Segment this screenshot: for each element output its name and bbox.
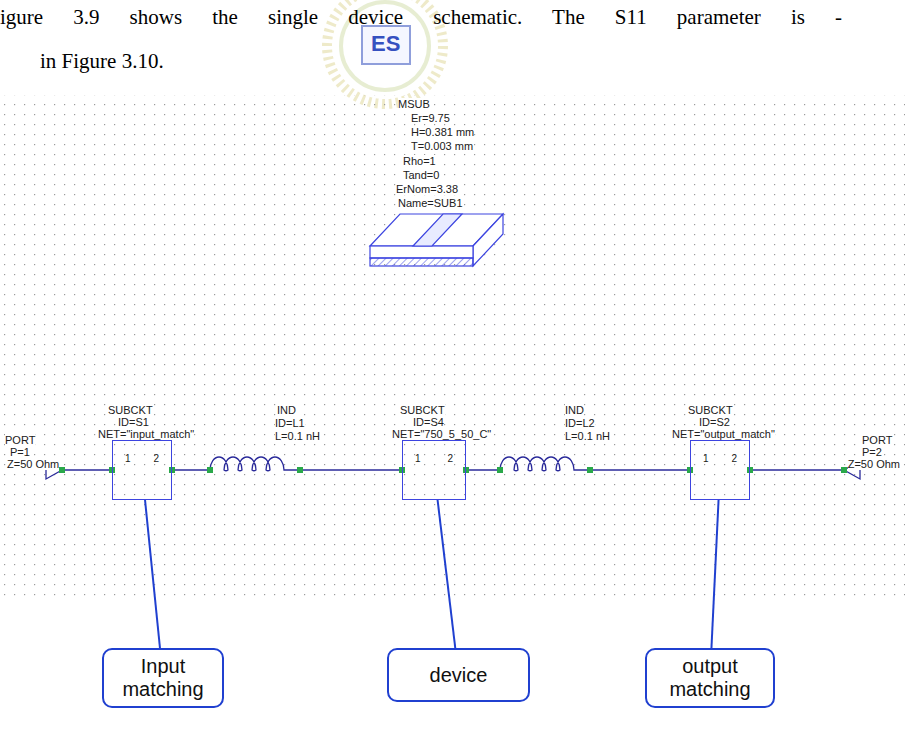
component-label: P=1: [10, 446, 30, 458]
component-label: Tand=0: [403, 169, 439, 181]
pin-number: 2: [447, 454, 453, 464]
component-label: MSUB: [398, 98, 430, 110]
component-label: PORT: [5, 434, 35, 446]
component-label: NET="output_match": [672, 428, 775, 440]
pin-terminal: [59, 467, 847, 473]
component-label: SUBCKT: [688, 404, 733, 416]
callout-text: Input matching: [112, 655, 214, 701]
component-label: PORT: [862, 434, 892, 446]
coil: [500, 457, 590, 471]
callout-box: Input matching: [102, 648, 224, 708]
pin-dot: [59, 467, 65, 473]
component-label: L=0.1 nH: [275, 430, 320, 442]
pin-dot: [463, 467, 469, 473]
component-label: ID=S2: [699, 416, 730, 428]
callout-text: output matching: [655, 655, 765, 701]
pin-dot: [169, 467, 175, 473]
coil: [210, 457, 300, 471]
substrate-symbol: [370, 214, 503, 266]
port-symbol: [46, 461, 860, 479]
component-label: ID=S4: [413, 416, 444, 428]
pin-dot: [587, 467, 593, 473]
component-label: NET="input_match": [98, 428, 194, 440]
body-text: igure 3.9 shows the single device schema…: [0, 6, 842, 29]
callout-text: device: [430, 664, 488, 687]
component-label: Name=SUB1: [398, 197, 463, 209]
component-label: P=2: [862, 446, 882, 458]
pin-number: 1: [125, 454, 131, 464]
component-label: ID=S1: [118, 416, 149, 428]
component-label: SUBCKT: [108, 404, 153, 416]
pin-number: 1: [703, 454, 709, 464]
leader-line: [711, 500, 718, 648]
leader-line: [438, 500, 456, 648]
pin-dot: [497, 467, 503, 473]
component-label: ID=L2: [565, 417, 595, 429]
component-label: L=0.1 nH: [565, 430, 610, 442]
subcircuit-box: 12: [690, 440, 750, 500]
pin-dot: [207, 467, 213, 473]
grid: [0, 95, 905, 600]
body-text: in Figure 3.10.: [40, 50, 164, 73]
pin-number: 2: [731, 454, 737, 464]
pin-number: 1: [415, 454, 421, 464]
watermark-text: ES: [371, 32, 400, 56]
component-label: ID=L1: [275, 417, 305, 429]
component-label: Z=50 Ohm: [848, 458, 900, 470]
component-label: IND: [565, 404, 584, 416]
callout-box: device: [387, 648, 530, 702]
wire: [62, 469, 844, 470]
component-label: T=0.003 mm: [411, 140, 473, 152]
pin-dot: [297, 467, 303, 473]
pin-dot: [747, 467, 753, 473]
component-label: ErNom=3.38: [396, 183, 458, 195]
leader-line: [145, 500, 160, 648]
component-label: NET="750_5_50_C": [392, 428, 491, 440]
subcircuit-box: 12: [402, 440, 466, 500]
component-label: IND: [277, 404, 296, 416]
component-label: Rho=1: [403, 155, 436, 167]
component-label: H=0.381 mm: [411, 126, 474, 138]
component-label: SUBCKT: [400, 404, 445, 416]
pin-number: 2: [153, 454, 159, 464]
subcircuit-box: 12: [112, 440, 172, 500]
pin-dot: [841, 467, 847, 473]
component-label: Er=9.75: [411, 112, 450, 124]
callout-box: output matching: [645, 648, 775, 708]
component-label: Z=50 Ohm: [7, 458, 59, 470]
